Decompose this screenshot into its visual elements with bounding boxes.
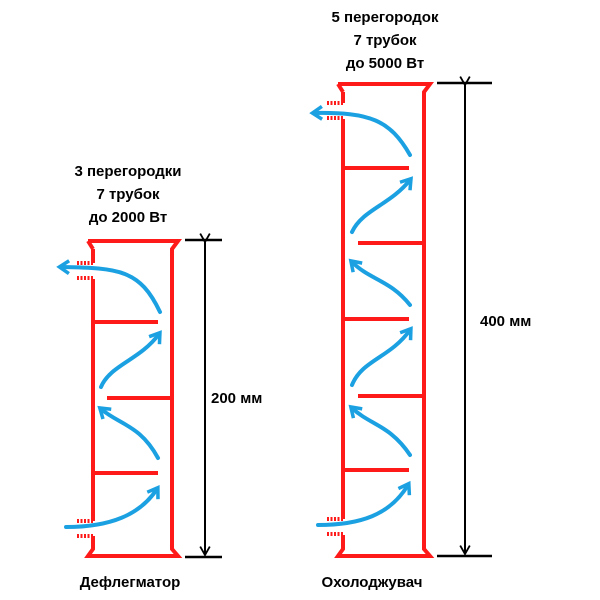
- left-flow-arrows: [56, 259, 162, 529]
- left-height-label: 200 мм: [211, 390, 263, 407]
- spec-line: до 2000 Вт: [88, 209, 168, 226]
- right-flow-arrows: [309, 105, 413, 527]
- left-column-body: [77, 239, 183, 558]
- right-spec-label: 5 перегородок 7 трубок до 5000 Вт: [305, 6, 465, 75]
- left-spec-label: 3 перегородки 7 трубок до 2000 Вт: [48, 160, 208, 229]
- left-dimension-line: [185, 233, 222, 559]
- bottom-nozzle: [77, 519, 93, 538]
- spec-line: до 5000 Вт: [345, 55, 425, 72]
- top-nozzle: [327, 101, 343, 120]
- left-column-name: Дефлегматор: [79, 574, 181, 591]
- top-nozzle: [77, 261, 93, 280]
- spec-line: 7 трубок: [353, 32, 417, 49]
- right-column-name: Охолоджувач: [321, 574, 423, 591]
- spec-line: 5 перегородок: [331, 9, 439, 26]
- spec-line: 3 перегородки: [74, 163, 182, 180]
- bottom-nozzle: [327, 517, 343, 536]
- right-height-label: 400 мм: [480, 313, 532, 330]
- right-column-body: [327, 82, 435, 558]
- right-dimension-line: [437, 76, 492, 558]
- spec-line: 7 трубок: [96, 186, 160, 203]
